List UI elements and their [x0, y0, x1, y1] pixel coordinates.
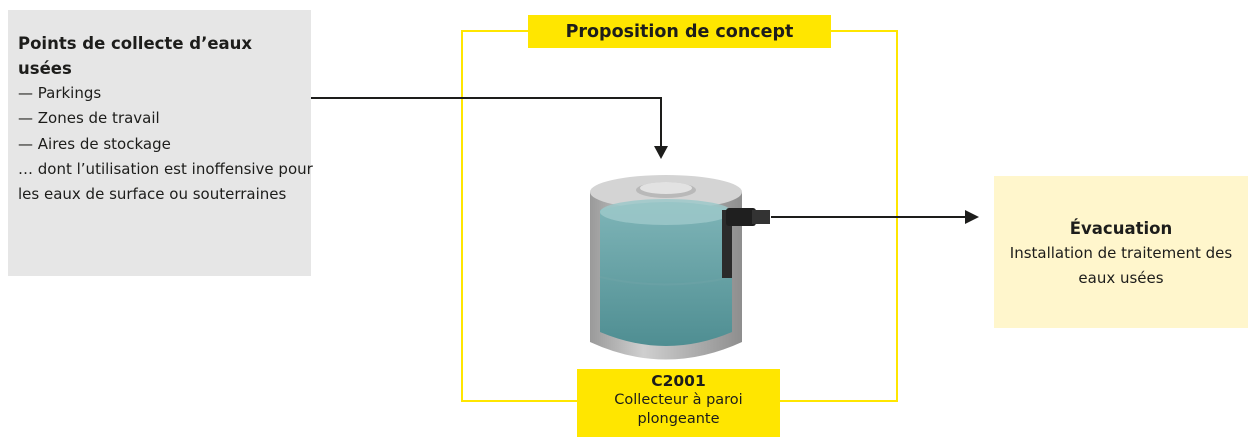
- output-box: Évacuation Installation de traitement de…: [994, 176, 1248, 328]
- product-code: C2001: [651, 372, 706, 390]
- concept-title: Proposition de concept: [528, 15, 831, 48]
- collector-tank-icon: [590, 175, 770, 360]
- source-list: — Parkings — Zones de travail — Aires de…: [18, 81, 311, 157]
- source-item-aires: — Aires de stockage: [18, 134, 171, 153]
- source-title: Points de collecte d’eaux usées: [18, 34, 253, 78]
- source-item-zones: — Zones de travail: [18, 109, 160, 128]
- source-box: Points de collecte d’eaux usées — Parkin…: [8, 10, 313, 276]
- product-label: C2001 Collecteur à paroi plongeante: [577, 369, 780, 437]
- output-description: Installation de traitement des eaux usée…: [1009, 244, 1233, 287]
- outflow-arrowhead-icon: [965, 210, 979, 224]
- inflow-arrowhead-icon: [654, 146, 668, 159]
- inflow-arrow-line: [311, 97, 662, 148]
- product-description: Collecteur à paroi plongeante: [614, 392, 743, 427]
- output-title: Évacuation: [1069, 219, 1173, 238]
- source-item-parkings: — Parkings: [18, 84, 102, 102]
- source-note: … dont l’utilisation est inoffensive pou…: [18, 159, 313, 204]
